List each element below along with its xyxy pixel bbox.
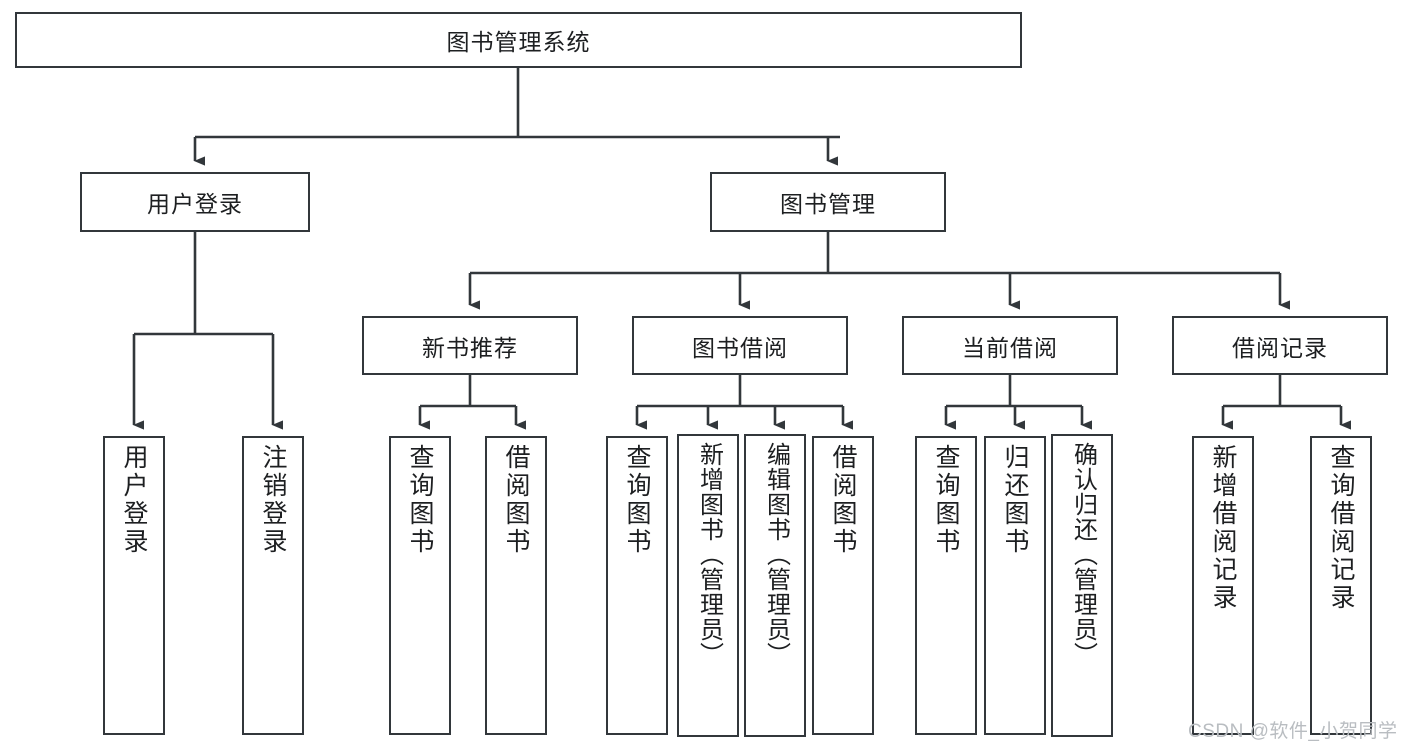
node-leaf-borrow-book[interactable]: 借阅图书	[812, 436, 874, 735]
node-leaf-query-book-borrow[interactable]: 查询图书	[606, 436, 668, 735]
node-leaf-user-logout[interactable]: 注销登录	[242, 436, 304, 735]
leaf-label: 注销登录	[259, 444, 287, 556]
node-leaf-return-book[interactable]: 归还图书	[984, 436, 1046, 735]
node-leaf-add-borrow-record[interactable]: 新增借阅记录	[1192, 436, 1254, 735]
leaf-label: 借阅图书	[829, 444, 857, 556]
leaf-label: 新增图书（管理员）	[695, 442, 723, 667]
leaf-label: 编辑图书（管理员）	[762, 442, 790, 667]
leaf-label: 借阅图书	[502, 444, 530, 556]
edge-group-user-login	[132, 232, 283, 430]
edge-group-book-borrow	[635, 375, 853, 430]
node-current-borrow[interactable]: 当前借阅	[902, 316, 1118, 375]
edge-group-borrow-record	[1221, 375, 1351, 430]
node-leaf-query-book-recommend[interactable]: 查询图书	[389, 436, 451, 735]
leaf-label: 查询图书	[406, 444, 434, 556]
node-new-book-recommend[interactable]: 新书推荐	[362, 316, 578, 375]
node-leaf-borrow-book-recommend[interactable]: 借阅图书	[485, 436, 547, 735]
node-borrow-record[interactable]: 借阅记录	[1172, 316, 1388, 375]
node-user-login[interactable]: 用户登录	[80, 172, 310, 232]
edge-group-current-borrow	[944, 375, 1092, 430]
leaf-label: 新增借阅记录	[1209, 444, 1237, 612]
leaf-label: 查询图书	[932, 444, 960, 556]
node-leaf-query-borrow-record[interactable]: 查询借阅记录	[1310, 436, 1372, 735]
node-leaf-confirm-return-admin[interactable]: 确认归还（管理员）	[1051, 434, 1113, 737]
node-leaf-query-book-current[interactable]: 查询图书	[915, 436, 977, 735]
leaf-label: 归还图书	[1001, 444, 1029, 556]
leaf-label: 确认归还（管理员）	[1069, 442, 1097, 667]
node-leaf-add-book-admin[interactable]: 新增图书（管理员）	[677, 434, 739, 737]
node-book-manage[interactable]: 图书管理	[710, 172, 946, 232]
watermark-csdn: CSDN @软件_小贺同学	[1188, 721, 1398, 742]
edge-group-new-book-rec	[418, 375, 526, 430]
node-leaf-user-login[interactable]: 用户登录	[103, 436, 165, 735]
node-leaf-edit-book-admin[interactable]: 编辑图书（管理员）	[744, 434, 806, 737]
leaf-label: 查询借阅记录	[1327, 444, 1355, 612]
node-root-system[interactable]: 图书管理系统	[15, 12, 1022, 68]
node-book-borrow[interactable]: 图书借阅	[632, 316, 848, 375]
leaf-label: 用户登录	[120, 444, 148, 556]
edge-group-root	[193, 68, 840, 166]
edge-group-book-manage	[468, 232, 1290, 310]
leaf-label: 查询图书	[623, 444, 651, 556]
